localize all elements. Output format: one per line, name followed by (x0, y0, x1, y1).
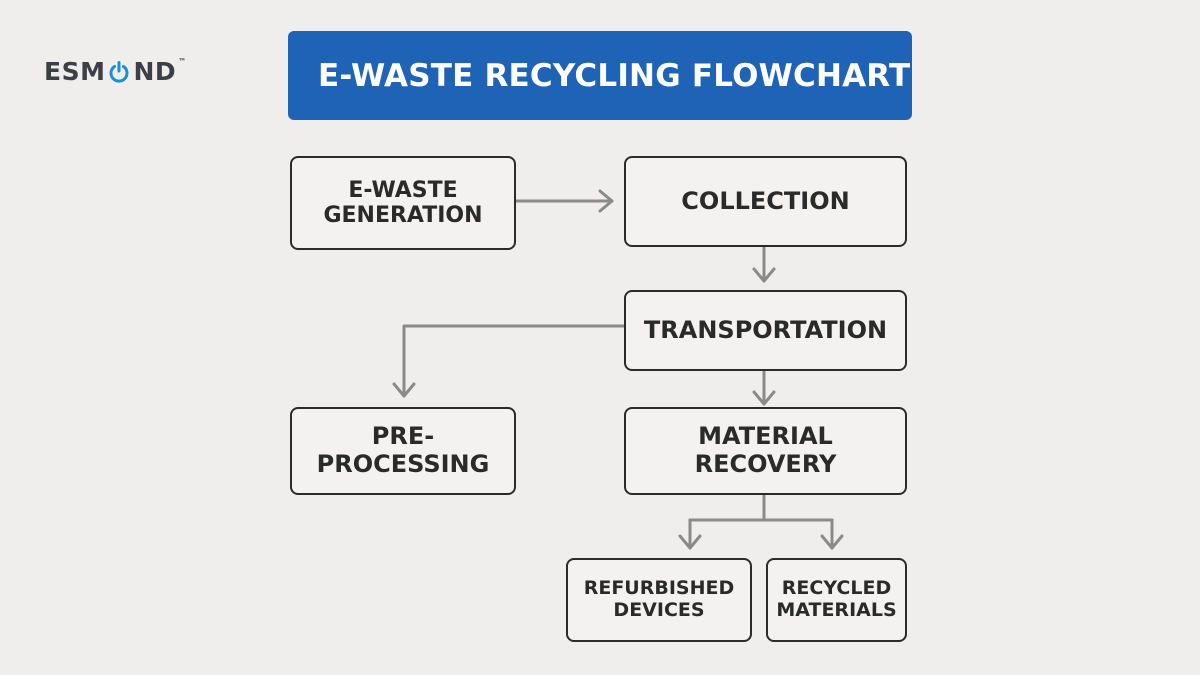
node-label: RECYCLED MATERIALS (776, 577, 897, 621)
power-icon (108, 61, 130, 83)
arrowhead-collection (598, 189, 614, 213)
page-title: E-WASTE RECYCLING FLOWCHART (318, 57, 911, 94)
esmond-logo: ESM ND ™ (44, 57, 186, 87)
node-pre-processing: PRE- PROCESSING (290, 407, 516, 495)
node-label: MATERIAL RECOVERY (694, 422, 837, 478)
arrowhead-recycled (820, 534, 844, 550)
arrowhead-transportation (752, 267, 776, 283)
arrow-transportation-to-preprocessing (402, 324, 626, 398)
node-collection: COLLECTION (624, 156, 907, 247)
arrowhead-preprocessing (392, 382, 416, 398)
arrowhead-refurbished (678, 534, 702, 550)
trademark-symbol: ™ (178, 57, 187, 66)
arrowhead-recovery (752, 390, 776, 406)
node-label: E-WASTE GENERATION (323, 177, 483, 228)
node-label: TRANSPORTATION (643, 315, 888, 344)
node-recycled-materials: RECYCLED MATERIALS (766, 558, 907, 642)
logo-text-prefix: ESM (44, 57, 106, 86)
node-refurbished-devices: REFURBISHED DEVICES (566, 558, 752, 642)
logo-text-suffix: ND (133, 57, 177, 86)
title-banner: E-WASTE RECYCLING FLOWCHART (288, 31, 912, 120)
node-label: COLLECTION (681, 186, 850, 215)
node-material-recovery: MATERIAL RECOVERY (624, 407, 907, 495)
node-transportation: TRANSPORTATION (624, 290, 907, 371)
node-label: PRE- PROCESSING (316, 422, 490, 478)
node-e-waste-generation: E-WASTE GENERATION (290, 156, 516, 250)
node-label: REFURBISHED DEVICES (583, 577, 735, 621)
